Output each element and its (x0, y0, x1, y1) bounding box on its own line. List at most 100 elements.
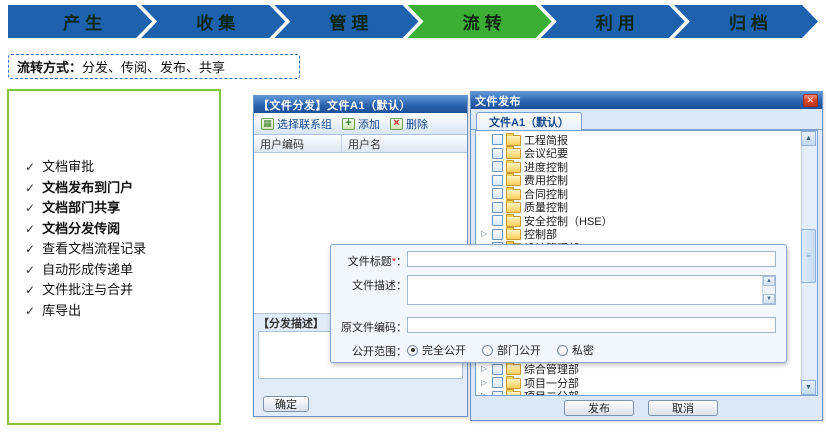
folder-icon (506, 200, 521, 214)
tree-item[interactable]: 安全控制（HSE） (476, 213, 802, 228)
tree-checkbox[interactable] (492, 174, 503, 186)
tree-item-label: 质量控制 (524, 202, 568, 215)
radio-label: 私密 (572, 345, 594, 357)
publish-tab-row: 文件A1（默认） (471, 109, 822, 130)
scrollbar-thumb[interactable]: ≡ (801, 229, 816, 283)
toolbar-icon (390, 117, 403, 130)
process-stage-label: 管理 (329, 14, 374, 33)
toolbar-button-label: 添加 (358, 118, 380, 131)
tree-checkbox[interactable] (492, 161, 503, 173)
toolbar-icon (342, 117, 355, 130)
tree-checkbox[interactable] (492, 377, 503, 389)
scroll-up-icon[interactable]: ▲ (763, 276, 775, 286)
check-icon: ✓ (25, 180, 36, 195)
folder-icon (506, 132, 521, 146)
scroll-up-icon[interactable]: ▲ (801, 131, 816, 146)
distribute-title: 【文件分发】文件A1（默认） (258, 99, 412, 112)
publish-title: 文件发布 (475, 95, 521, 108)
check-icon: ✓ (25, 262, 36, 277)
close-icon[interactable]: ✕ (803, 94, 818, 107)
scroll-down-icon[interactable]: ▼ (763, 294, 775, 304)
file-desc-label: 文件描述： (352, 280, 407, 292)
process-stage-label: 归档 (728, 14, 773, 33)
tree-checkbox[interactable] (492, 188, 503, 200)
tree-checkbox[interactable] (492, 228, 503, 240)
scroll-down-icon[interactable]: ▼ (801, 380, 816, 395)
process-stage-label: 利用 (595, 14, 640, 33)
tree-checkbox[interactable] (492, 215, 503, 227)
tree-item[interactable]: 项目二分部 (476, 388, 802, 395)
original-code-label: 原文件编码： (341, 322, 407, 334)
toolbar-button[interactable]: 删除 (386, 115, 432, 133)
tree-item[interactable]: 项目一分部 (476, 375, 802, 390)
tree-item-label: 安全控制（HSE） (524, 215, 613, 228)
file-title-input[interactable] (407, 251, 776, 267)
tree-checkbox[interactable] (492, 134, 503, 146)
distribute-description-label: 【分发描述】 (258, 317, 324, 330)
textarea-scrollbar[interactable]: ▲ ▼ (762, 276, 775, 304)
process-stage: 流转 (408, 5, 552, 38)
check-icon: ✓ (25, 242, 36, 256)
tree-item-label: 工程简报 (524, 134, 568, 147)
feature-item: ✓ 文件批注与合并 (25, 280, 219, 301)
feature-list: ✓ 文档审批 ✓ 文档发布到门户 ✓ 文档部门共享 ✓ 文档分发传阅 ✓ 查看文… (9, 91, 219, 321)
feature-item: ✓ 文档部门共享 (25, 198, 219, 219)
tree-checkbox[interactable] (492, 363, 503, 375)
feature-text: 库导出 (42, 302, 82, 318)
radio-icon (557, 344, 568, 356)
feature-text: 查看文档流程记录 (42, 241, 147, 256)
tree-item-label: 控制部 (524, 229, 557, 242)
tree-item[interactable]: 会议纪要 (476, 146, 802, 161)
process-stage-label: 产生 (63, 14, 108, 33)
tree-item[interactable]: 费用控制 (476, 173, 802, 187)
expand-icon[interactable] (481, 392, 489, 395)
expand-icon[interactable] (481, 379, 489, 387)
tree-item[interactable]: 质量控制 (476, 200, 802, 215)
file-desc-textarea[interactable]: ▲ ▼ (407, 275, 776, 305)
tree-item[interactable]: 合同控制 (476, 186, 802, 201)
feature-list-box: ✓ 文档审批 ✓ 文档发布到门户 ✓ 文档部门共享 ✓ 文档分发传阅 ✓ 查看文… (7, 89, 221, 425)
feature-text: 文档发布到门户 (42, 179, 134, 195)
radio-option[interactable]: 私密 (557, 342, 594, 358)
feature-item: ✓ 库导出 (25, 301, 219, 322)
callout-label: 流转方式： (17, 60, 83, 75)
radio-option[interactable]: 完全公开 (407, 342, 466, 358)
cancel-button[interactable]: 取消 (648, 400, 718, 416)
publish-button[interactable]: 发布 (564, 400, 634, 416)
radio-icon (482, 344, 493, 356)
tree-item-label: 会议纪要 (524, 148, 568, 161)
radio-label: 部门公开 (497, 345, 541, 357)
tab-file-a1[interactable]: 文件A1（默认） (476, 112, 583, 130)
tree-item[interactable]: 进度控制 (476, 159, 802, 174)
folder-icon (506, 146, 521, 160)
process-stage: 归档 (674, 5, 818, 38)
tree-item[interactable]: 工程简报 (476, 132, 802, 147)
toolbar-icon (261, 117, 274, 130)
tree-scrollbar[interactable]: ▲ ≡ ▼ (801, 131, 817, 395)
check-icon: ✓ (25, 283, 36, 297)
folder-icon (506, 159, 521, 173)
original-code-input[interactable] (407, 317, 776, 333)
toolbar-button[interactable]: 添加 (338, 115, 384, 133)
radio-option[interactable]: 部门公开 (482, 342, 541, 358)
scope-label: 公开范围： (352, 346, 407, 358)
tree-checkbox[interactable] (492, 201, 503, 213)
feature-text: 文档部门共享 (42, 200, 121, 215)
tree-checkbox[interactable] (492, 390, 503, 395)
tree-item-label: 项目二分部 (524, 388, 579, 395)
ok-button[interactable]: 确定 (263, 396, 309, 412)
callout-text: 分发、传阅、发布、共享 (82, 60, 226, 75)
user-table-header: 用户编码 用户名 (254, 135, 467, 153)
expand-icon[interactable] (481, 230, 489, 238)
feature-text: 文档分发传阅 (42, 220, 121, 236)
tree-item-label: 进度控制 (524, 161, 568, 174)
process-stage: 利用 (541, 5, 685, 38)
tree-item[interactable]: 控制部 (476, 227, 802, 242)
expand-icon[interactable] (481, 365, 489, 373)
required-mark: * (391, 256, 396, 268)
folder-icon (506, 213, 521, 227)
tree-checkbox[interactable] (492, 147, 503, 159)
toolbar-button[interactable]: 选择联系组 (257, 115, 336, 133)
tree-item[interactable]: 综合管理部 (476, 362, 802, 376)
feature-item: ✓ 文档分发传阅 (25, 219, 219, 240)
